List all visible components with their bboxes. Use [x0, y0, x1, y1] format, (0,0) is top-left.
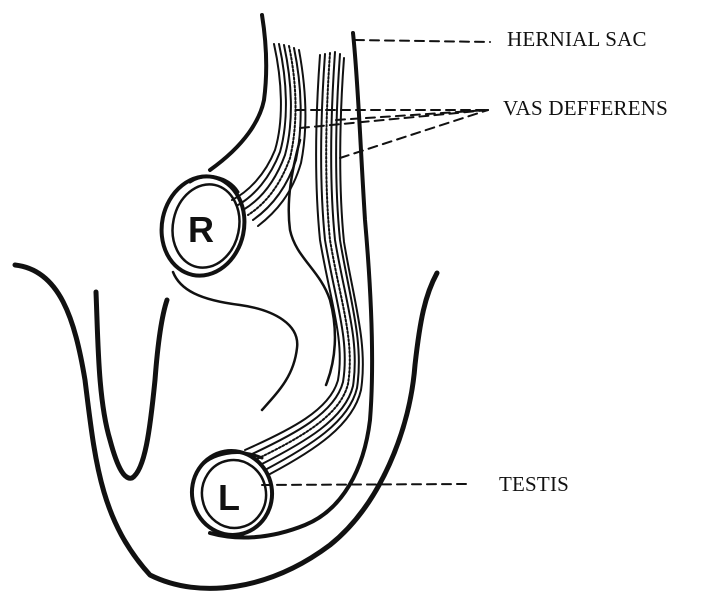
right-testis-letter: R: [188, 209, 214, 250]
left-testis-letter: L: [218, 477, 240, 518]
vas-deferens-label: VAS DEFFERENS: [503, 96, 668, 121]
testis-label: TESTIS: [499, 472, 569, 497]
leader-testis: [262, 484, 466, 485]
sac-membrane: [173, 272, 297, 410]
hernial-sac-label: HERNIAL SAC: [507, 27, 647, 52]
scrotal-fold: [96, 292, 167, 478]
leader-hernial-sac: [355, 40, 490, 42]
right-spermatic-cord: [232, 44, 305, 226]
hernial-sac-wall-left: [210, 15, 266, 170]
left-outer-outline: [15, 265, 437, 588]
